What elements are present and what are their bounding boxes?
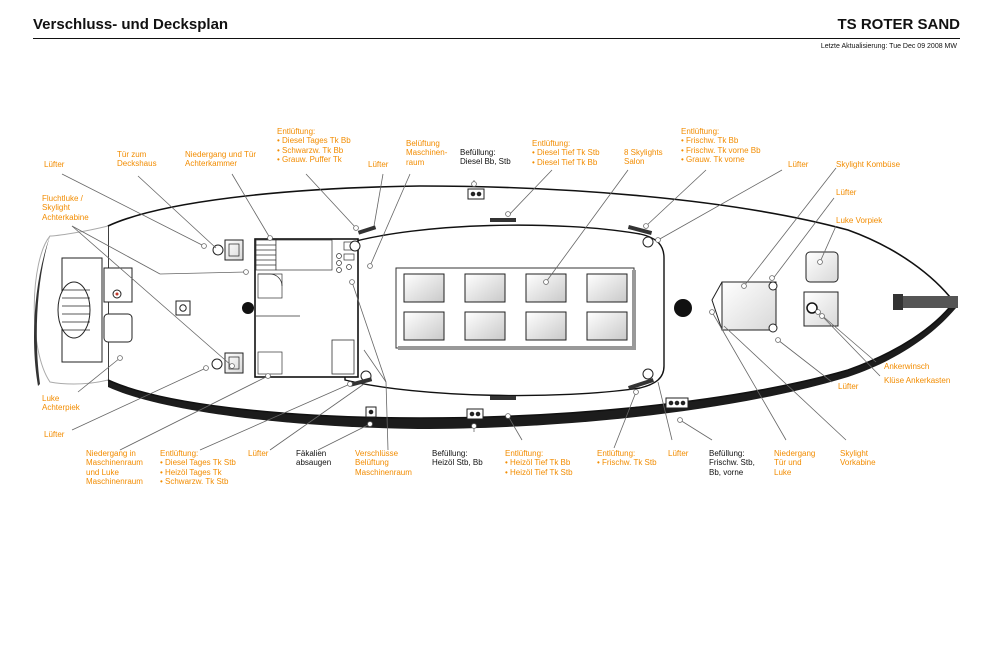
label-entlueftung-diesel-bb: Entlüftung: • Diesel Tages Tk Bb • Schwa…: [277, 127, 351, 165]
bowsprit-tip: [893, 294, 903, 310]
label-luke-vorpiek: Luke Vorpiek: [836, 216, 883, 225]
deck-fitting-aft: [175, 300, 191, 316]
label-befuellung-heizoel: Befüllung: Heizöl Stb, Bb: [432, 449, 483, 468]
label-luefter-unten: Lüfter: [248, 449, 269, 458]
label-befuellung-diesel: Befüllung: Diesel Bb, Stb: [460, 148, 511, 167]
mizzen-mast: [242, 302, 254, 314]
last-update-note: Letzte Aktualisierung: Tue Dec 09 2008 M…: [820, 43, 957, 50]
bowsprit: [893, 296, 958, 308]
vent-cluster: [336, 241, 355, 273]
companionway-steps: [255, 239, 277, 271]
label-luefter-vorpiek: Lüfter: [836, 188, 857, 197]
label-skylights-salon: 8 Skylights Salon: [624, 148, 663, 167]
fore-cabin-skylight: [805, 251, 839, 283]
label-tuer-deckshaus: Tür zum Deckshaus: [117, 150, 157, 169]
header-rule: [33, 38, 960, 39]
label-luefter-bug: Lüfter: [838, 382, 859, 391]
stern-shadow: [34, 236, 50, 386]
vent-pipes: [349, 218, 654, 400]
label-luefter-heck-unten: Lüfter: [44, 430, 65, 439]
label-entlueftung-frischwasser: Entlüftung: • Frischw. Tk Bb • Frischw. …: [681, 127, 761, 165]
label-luefter-vorn: Lüfter: [788, 160, 809, 169]
label-skylight-vorkabine: Skylight Vorkabine: [840, 449, 876, 468]
main-mast: [674, 299, 692, 317]
steering-drum: [57, 281, 91, 339]
label-niedergang-maschinenraum: Niedergang in Maschinenraum und Luke Mas…: [86, 449, 143, 487]
engine-hatch-aft: [224, 352, 244, 374]
label-kluese-ankerkasten: Klüse Ankerkasten: [884, 376, 951, 385]
label-entlueftung-stb: Entlüftung: • Diesel Tages Tk Stb • Heiz…: [160, 449, 236, 487]
aft-hatch: [224, 239, 244, 261]
label-belueftung-maschinenraum: Belüftung Maschinen- raum: [406, 139, 448, 167]
salon-skylights: [403, 273, 628, 341]
label-luefter-vorn-unten: Lüfter: [668, 449, 689, 458]
aft-peak-hatch: [103, 313, 133, 343]
page-title: Verschluss- und Decksplan: [33, 16, 229, 33]
label-luke-achterpiek: Luke Achterpiek: [42, 394, 80, 413]
label-skylight-kombuese: Skylight Kombüse: [836, 160, 901, 169]
label-verschluesse: Verschlüsse Belüftung Maschinenraum: [355, 449, 412, 477]
label-luefter-mitte: Lüfter: [368, 160, 389, 169]
label-faekalien: Fäkalien absaugen: [296, 449, 332, 468]
label-befuellung-frischwasser: Befüllung: Frischw. Stb, Bb, vorne: [709, 449, 755, 477]
chain-locker: [803, 291, 839, 327]
label-entlueftung-heizoel: Entlüftung: • Heizöl Tief Tk Bb • Heizöl…: [505, 449, 573, 477]
label-niedergang-vorn: Niedergang Tür und Luke: [774, 449, 816, 477]
label-niedergang-achterkammer: Niedergang und Tür Achterkammer: [185, 150, 257, 169]
label-luefter-heck: Lüfter: [44, 160, 65, 169]
label-entlueftung-diesel-tief: Entlüftung: • Diesel Tief Tk Stb • Diese…: [532, 139, 600, 167]
label-ankerwinsch: Ankerwinsch: [884, 362, 930, 371]
label-fluchtluke: Fluchtluke / Skylight Achterkabine: [42, 194, 89, 222]
deck-vents: [211, 236, 654, 382]
fill-caps: [365, 188, 689, 420]
leader-lines: [61, 167, 881, 451]
ship-name: TS ROTER SAND: [837, 16, 960, 33]
label-entlueftung-frischwasser-stb: Entlüftung: • Frischw. Tk Stb: [597, 449, 657, 468]
